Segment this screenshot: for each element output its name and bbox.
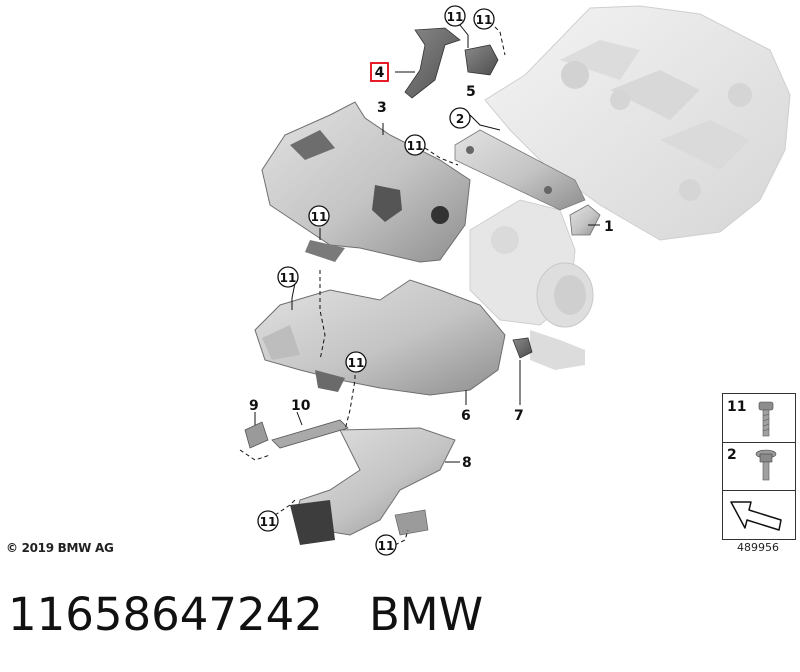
callout-11-c[interactable]: 11	[404, 134, 426, 156]
callout-7[interactable]: 7	[514, 408, 524, 424]
part-1-bracket	[569, 204, 601, 236]
callout-5[interactable]: 5	[466, 84, 476, 100]
callout-4: 4	[375, 65, 385, 81]
legend-item-11[interactable]: 11	[723, 394, 795, 443]
fastener-legend: 11 2	[722, 393, 796, 540]
part-5-clip	[464, 44, 499, 76]
callout-10[interactable]: 10	[291, 398, 311, 414]
callout-1[interactable]: 1	[604, 219, 614, 235]
brand-name: BMW	[368, 588, 484, 641]
part-4-bracket	[404, 27, 461, 99]
part-7-bracket	[512, 337, 533, 359]
callout-8[interactable]: 8	[462, 455, 472, 471]
callout-11-a-label: 11	[447, 10, 464, 24]
callout-11-c-label: 11	[407, 139, 424, 153]
callout-9[interactable]: 9	[249, 398, 259, 414]
part-8-lower-assembly	[290, 427, 456, 545]
callout-11-f[interactable]: 11	[345, 351, 367, 373]
bolt-icon	[758, 401, 774, 437]
callout-11-e-label: 11	[280, 271, 297, 285]
callout-11-e[interactable]: 11	[277, 266, 299, 288]
part-9-bracket	[244, 421, 269, 449]
turbocharger	[469, 199, 594, 370]
part-6-heat-shield-lower	[254, 279, 506, 396]
legend-item-11-label: 11	[727, 399, 747, 415]
callout-11-d-label: 11	[311, 210, 328, 224]
part-caption: 11658647242 BMW	[8, 588, 483, 641]
callout-11-f-label: 11	[348, 356, 365, 370]
callout-11-h-label: 11	[378, 539, 395, 553]
callout-3[interactable]: 3	[377, 100, 387, 116]
callout-11-g-label: 11	[260, 515, 277, 529]
callout-11-d[interactable]: 11	[308, 205, 330, 227]
part-2-gasket	[454, 129, 586, 211]
copyright-notice: © 2019 BMW AG	[6, 541, 114, 555]
callout-11-g[interactable]: 11	[257, 510, 279, 532]
legend-item-arrow	[723, 490, 795, 539]
cylinder-head	[484, 5, 791, 241]
flange-bolt-icon	[755, 449, 777, 481]
callout-11-b[interactable]: 11	[473, 8, 495, 30]
callout-4-highlight[interactable]: 4	[370, 62, 389, 82]
arrow-icon	[730, 501, 782, 531]
diagram-reference-number: 489956	[737, 541, 779, 554]
legend-item-2[interactable]: 2	[723, 442, 795, 491]
callout-6[interactable]: 6	[461, 408, 471, 424]
callout-2-label: 2	[456, 112, 464, 126]
part-3-heat-shield-upper	[261, 101, 471, 263]
callout-11-h[interactable]: 11	[375, 534, 397, 556]
callout-11-b-label: 11	[476, 13, 493, 27]
legend-item-2-label: 2	[727, 447, 737, 463]
callout-2[interactable]: 2	[449, 107, 471, 129]
leader-lines	[239, 21, 600, 546]
callout-11-a[interactable]: 11	[444, 5, 466, 27]
part-number: 11658647242	[8, 588, 323, 641]
part-10-strut	[271, 419, 349, 449]
